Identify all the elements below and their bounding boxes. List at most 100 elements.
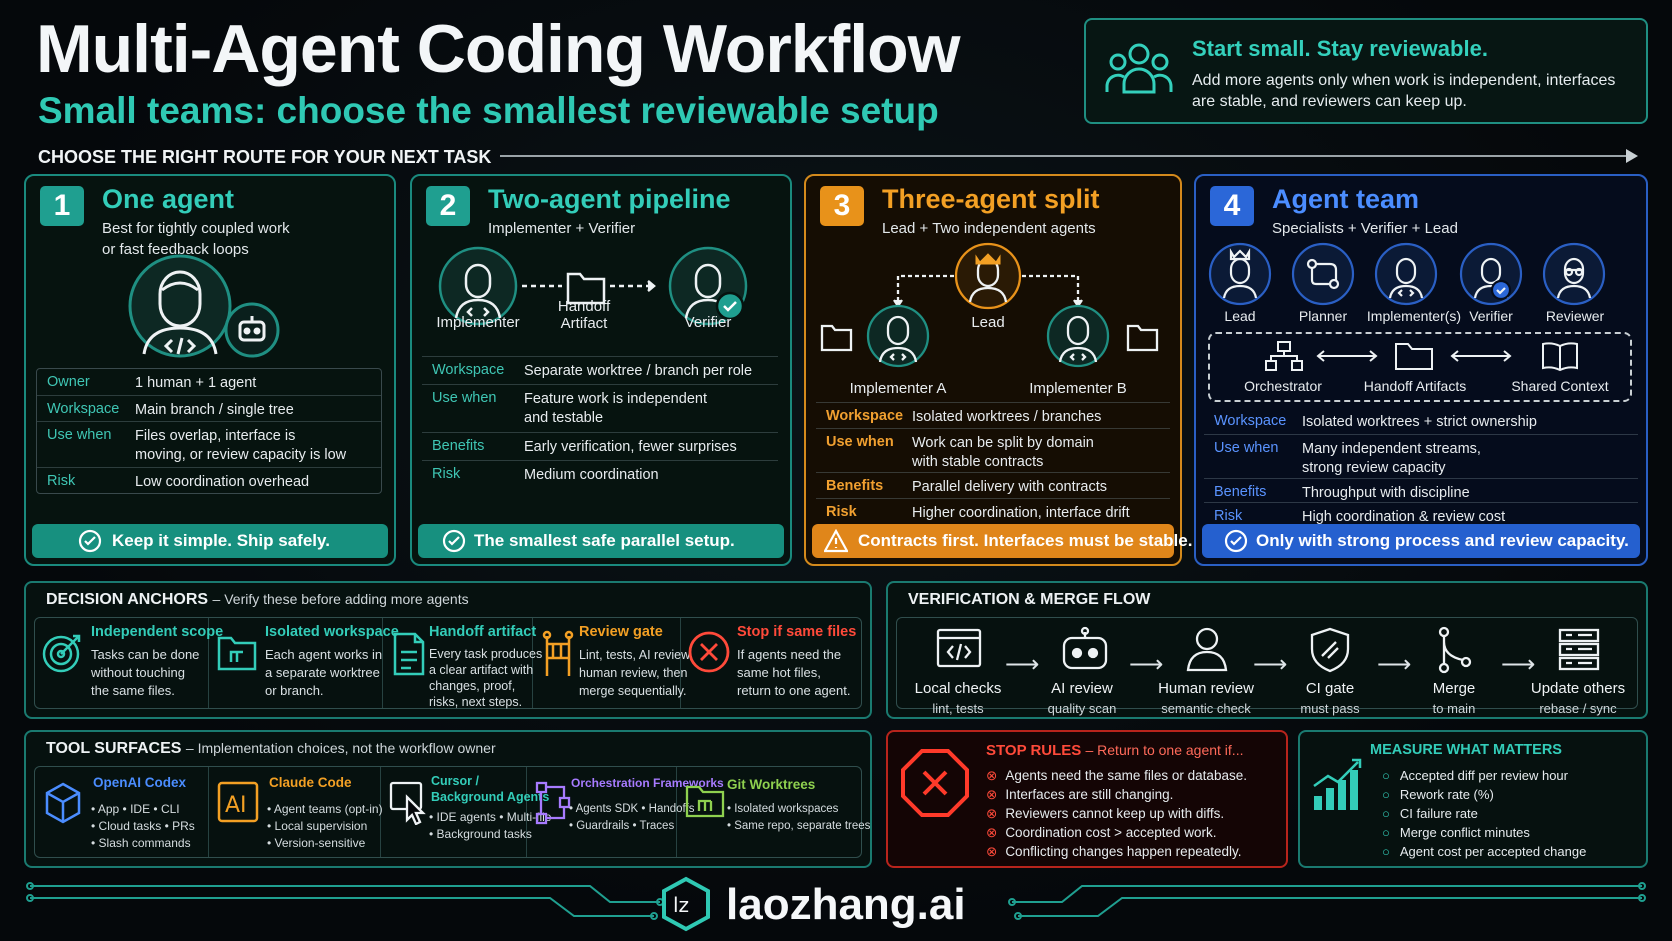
tool-heading: Git Worktrees (727, 777, 816, 792)
row-key: Risk (432, 466, 461, 482)
role-implementers: Implementer(s) (1366, 308, 1462, 324)
row-value: Separate worktree / branch per role (524, 363, 753, 379)
folder-tree-icon (217, 636, 257, 671)
anchor-heading: Handoff artifact (429, 624, 537, 640)
orchestrator-label: Orchestrator (1244, 378, 1322, 394)
row-key: Risk (1214, 508, 1243, 524)
folder-branch-icon (685, 785, 725, 818)
anchor-heading: Isolated workspace (265, 624, 399, 640)
tool-features: • Agents SDK • Handoffs• Guardrails • Tr… (569, 803, 695, 832)
card-three-agent: 3 Three-agent split Lead + Two independe… (804, 174, 1192, 566)
step-label: Local checks (914, 680, 1002, 697)
measure-list: Accepted diff per review hour Rework rat… (1382, 766, 1586, 861)
tool-git-worktrees: Git Worktrees • Isolated workspaces• Sam… (677, 767, 870, 857)
card-banner: Contracts first. Interfaces must be stab… (812, 524, 1192, 558)
card-two-agent: 2 Two-agent pipeline Implementer + Verif… (410, 174, 792, 566)
x-circle-icon (688, 631, 730, 673)
tool-cursor: Cursor /Background Agents • IDE agents •… (381, 767, 551, 857)
page-subtitle: Small teams: choose the smallest reviewa… (38, 90, 939, 131)
row-value: Main branch / single tree (135, 402, 294, 418)
route-heading: CHOOSE THE RIGHT ROUTE FOR YOUR NEXT TAS… (38, 147, 492, 167)
card-subtitle: Specialists + Verifier + Lead (1272, 220, 1458, 237)
card-title: Three-agent split (882, 184, 1100, 214)
row-key: Use when (432, 390, 497, 406)
row-key: Workspace (1214, 413, 1287, 429)
stop-item: Agents need the same files or database. (986, 766, 1247, 785)
row-key: Benefits (432, 438, 485, 454)
lead-label: Lead (971, 314, 1005, 331)
arrow-right-icon: ⟶ (1253, 651, 1288, 678)
tool-features: • IDE agents • Multi-file• Background ta… (429, 810, 552, 841)
warning-icon (824, 529, 848, 553)
row-key: Use when (47, 427, 112, 443)
anchor-review-gate: Review gate Lint, tests, AI review,human… (533, 618, 693, 708)
implementer-a-label: Implementer A (849, 380, 947, 397)
circuit-decoration (26, 882, 1646, 920)
row-value: Medium coordination (524, 467, 659, 483)
route-line (500, 155, 1630, 157)
card-banner: Only with strong process and review capa… (1202, 524, 1640, 558)
card-table: Workspace Separate worktree / branch per … (422, 356, 778, 508)
step-desc: rebase / sync (1539, 701, 1617, 716)
row-value: Throughput with discipline (1302, 485, 1470, 501)
tool-features: • Agent teams (opt-in)• Local supervisio… (267, 802, 383, 850)
orchestrator-icon (1265, 341, 1303, 371)
bar-chart-icon (1313, 758, 1362, 810)
measure-item: CI failure rate (1382, 804, 1586, 823)
card-banner: Keep it simple. Ship safely. (32, 524, 388, 558)
panel-title: VERIFICATION & MERGE FLOW (908, 591, 1151, 608)
card-banner: The smallest safe parallel setup. (418, 524, 784, 558)
folder-icon (1395, 343, 1433, 370)
step-desc: lint, tests (932, 701, 984, 716)
card-one-agent: 1 One agent Best for tightly coupled wor… (24, 174, 396, 566)
stop-item: Interfaces are still changing. (986, 785, 1247, 804)
tool-features: • App • IDE • CLI• Cloud tasks • PRs• Sl… (91, 802, 195, 850)
row-value: Isolated worktrees + strict ownership (1302, 414, 1537, 430)
panel-title: DECISION ANCHORS – Verify these before a… (46, 591, 469, 608)
tool-openai-codex: OpenAI Codex • App • IDE • CLI• Cloud ta… (35, 767, 209, 857)
row-value: Isolated worktrees / branches (912, 409, 1102, 425)
row-key: Benefits (826, 478, 884, 494)
decision-anchors-panel: DECISION ANCHORS – Verify these before a… (24, 581, 872, 719)
verification-flow-panel: VERIFICATION & MERGE FLOW Local checks li… (886, 581, 1648, 719)
row-value: Higher coordination, interface drift (912, 505, 1130, 521)
tools-grid: OpenAI Codex • App • IDE • CLI• Cloud ta… (34, 766, 870, 858)
panel-title: TOOL SURFACES – Implementation choices, … (46, 740, 496, 757)
row-value: Many independent streams,strong review c… (1302, 441, 1481, 476)
check-circle-icon (442, 529, 466, 553)
stop-item: Reviewers cannot keep up with diffs. (986, 804, 1247, 823)
callout-title: Start small. Stay reviewable. (1192, 36, 1488, 61)
robot-icon (1062, 626, 1108, 670)
step-label: Update others (1530, 680, 1626, 697)
row-key: Workspace (47, 401, 120, 417)
check-circle-icon (1224, 529, 1248, 553)
card-subtitle: Implementer + Verifier (488, 220, 636, 237)
stop-item: Coordination cost > accepted work. (986, 823, 1247, 842)
row-key: Workspace (432, 362, 505, 378)
check-circle-icon (78, 529, 102, 553)
svg-text:AI: AI (225, 793, 247, 818)
role-reviewer: Reviewer (1545, 308, 1605, 324)
step-label: Merge (1432, 680, 1476, 697)
card-number: 3 (820, 186, 864, 226)
page-title: Multi-Agent Coding Workflow (36, 11, 961, 87)
brand-name: laozhang.ai (726, 880, 966, 929)
card-subtitle: Lead + Two independent agents (882, 220, 1096, 237)
row-value: Parallel delivery with contracts (912, 479, 1108, 495)
role-planner: Planner (1298, 308, 1348, 324)
row-key: Use when (1214, 440, 1279, 456)
row-key: Use when (826, 434, 894, 450)
shared-context-label: Shared Context (1511, 378, 1609, 394)
tool-heading: Claude Code (269, 775, 352, 790)
cube-icon (45, 782, 81, 824)
